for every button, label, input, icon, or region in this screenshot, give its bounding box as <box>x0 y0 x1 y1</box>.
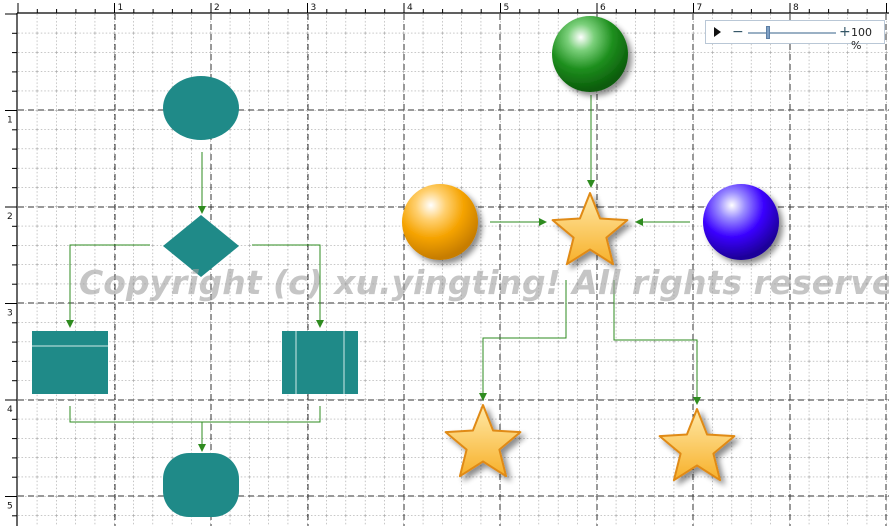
zoom-in-button[interactable]: + <box>839 24 851 40</box>
top-ruler-label: 8 <box>793 3 799 13</box>
left-ruler-label: 5 <box>7 502 13 512</box>
top-ruler-label: 6 <box>600 3 606 13</box>
green-sphere[interactable] <box>552 16 628 92</box>
top-ruler-label: 3 <box>311 3 317 13</box>
decision-diamond[interactable] <box>163 215 239 277</box>
connector-diamond-to-left-box <box>66 244 150 328</box>
flowchart <box>32 76 358 517</box>
left-ruler-label: 3 <box>7 309 13 319</box>
left-ruler-label: 1 <box>7 116 13 126</box>
spheres <box>402 16 779 260</box>
connectors <box>66 95 701 452</box>
zoom-out-button[interactable]: − <box>732 24 744 40</box>
right-process-box[interactable] <box>282 331 358 394</box>
connector-star-to-left-star <box>479 280 567 401</box>
connector-left-box-to-terminal <box>69 406 206 452</box>
blue-sphere[interactable] <box>703 184 779 260</box>
zoom-slider-thumb[interactable] <box>766 26 770 39</box>
zoom-level: 100 % <box>851 26 872 52</box>
connector-diamond-to-right-box <box>252 244 324 328</box>
orange-sphere[interactable] <box>402 184 478 260</box>
top-ruler: 123456789 <box>0 0 889 14</box>
connector-right-box-to-terminal <box>202 406 321 423</box>
terminal-rounded-box[interactable] <box>163 453 239 517</box>
connector-star-to-right-star <box>613 280 701 405</box>
bottom-left-star[interactable] <box>444 404 522 478</box>
stars <box>444 192 736 482</box>
play-icon[interactable] <box>714 27 721 37</box>
top-ruler-label: 4 <box>407 3 413 13</box>
top-ruler-label: 5 <box>504 3 510 13</box>
top-ruler-label: 2 <box>214 3 220 13</box>
grid-minor <box>18 14 889 526</box>
watermark: Copyright (c) xu.yingting! All rights re… <box>79 263 889 302</box>
zoom-control: − + 100 % <box>705 20 885 52</box>
top-ruler-label: 7 <box>697 3 703 13</box>
left-process-box[interactable] <box>32 331 108 394</box>
left-ruler: 1 2 3 4 5 <box>0 0 18 526</box>
zoom-slider-track[interactable] <box>748 32 836 34</box>
left-ruler-label: 4 <box>7 405 13 415</box>
center-star[interactable] <box>551 192 629 266</box>
left-ruler-label: 2 <box>7 212 13 222</box>
bottom-right-star[interactable] <box>658 408 736 482</box>
top-ruler-label: 1 <box>118 3 124 13</box>
start-ellipse[interactable] <box>163 76 239 140</box>
